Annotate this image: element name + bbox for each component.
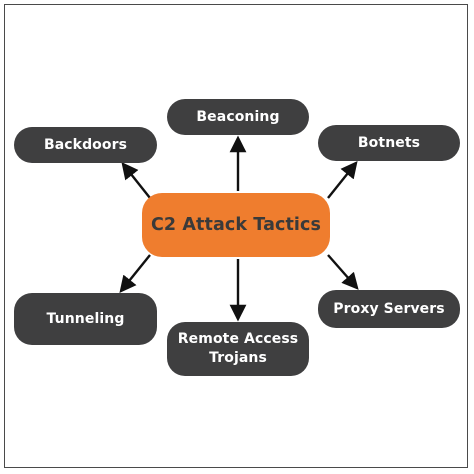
- node-beaconing: Beaconing: [167, 99, 309, 135]
- node-remote-access-line1: Remote Access: [177, 331, 299, 347]
- diagram-frame: [4, 4, 468, 468]
- arrow-to-botnets: [327, 161, 358, 199]
- node-tunneling: Tunneling: [14, 293, 157, 345]
- node-backdoors-label: Backdoors: [43, 136, 128, 153]
- center-node-label: C2 Attack Tactics: [150, 215, 322, 235]
- arrow-to-tunneling: [119, 254, 151, 293]
- node-tunneling-label: Tunneling: [46, 310, 125, 327]
- node-beaconing-label: Beaconing: [196, 108, 280, 125]
- node-botnets: Botnets: [318, 125, 460, 161]
- node-botnets-label: Botnets: [357, 134, 421, 151]
- node-proxy-servers-label: Proxy Servers: [333, 300, 445, 317]
- arrow-to-proxy-servers: [327, 254, 359, 290]
- arrow-to-backdoors: [121, 162, 151, 199]
- node-proxy-servers: Proxy Servers: [318, 290, 460, 328]
- node-backdoors: Backdoors: [14, 127, 157, 163]
- node-remote-access-line2: Trojans: [209, 350, 267, 366]
- node-remote-access-trojans: Remote Access Trojans: [167, 322, 309, 376]
- center-node-c2-attack-tactics: C2 Attack Tactics: [142, 193, 330, 257]
